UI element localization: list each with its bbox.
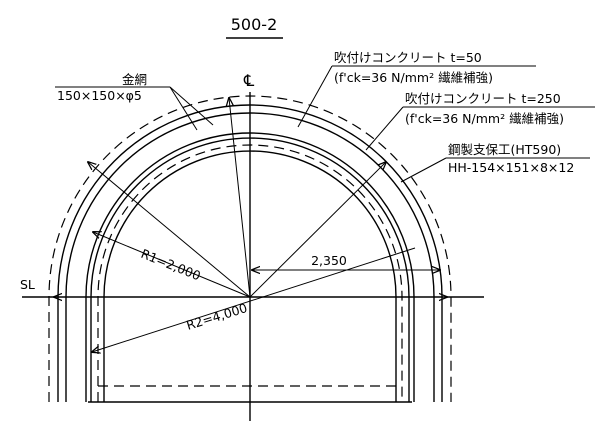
wire-mesh-leader-1 [169,86,214,126]
wire-mesh-spec: 150×150×φ5 [57,88,142,103]
r2-label: R2=4,000 [184,300,249,333]
shotcrete-t50-title: 吹付けコンクリート t=50 [334,50,482,65]
radius-arrow-upper-right [249,162,386,298]
centerline-symbol: ℄ [243,71,255,90]
steel-support-spec: HH-154×151×8×12 [448,160,574,175]
steel-support-title: 鋼製支保工(HT590) [448,142,561,157]
drawing-title: 500-2 [231,15,278,34]
radius-arrow-upper-left [88,162,251,298]
r2-dimension-line [92,247,416,352]
shotcrete-t50-leader [297,65,333,128]
steel-support-leader [400,157,447,183]
wire-mesh-title: 金網 [122,72,147,87]
springline-label: SL [20,277,35,292]
shotcrete-t250-leader [365,106,404,151]
shotcrete-t250-title: 吹付けコンクリート t=250 [405,91,561,106]
r1-dimension-line [93,232,251,298]
wire-mesh-leader-2 [169,86,198,131]
radius-arrow-top [229,98,251,298]
shotcrete-t250-spec: (f'ck=36 N/mm² 繊維補強) [405,111,564,126]
r1-label: R1=2,000 [139,246,203,283]
half-width-label: 2,350 [311,253,347,268]
shotcrete-t50-spec: (f'ck=36 N/mm² 繊維補強) [334,70,493,85]
